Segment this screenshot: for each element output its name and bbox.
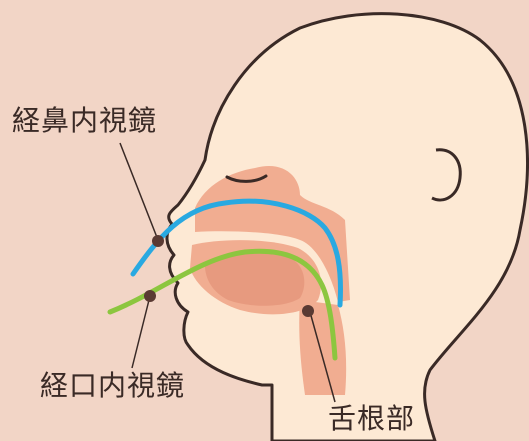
transoral-leader-line xyxy=(132,296,150,368)
transnasal-leader-line xyxy=(120,143,158,240)
tongue-root-marker-dot xyxy=(302,305,314,317)
transoral-marker-dot xyxy=(144,290,156,302)
tongue-root-label: 舌根部 xyxy=(328,405,415,433)
transoral-label: 経口内視鏡 xyxy=(40,372,185,400)
transnasal-label: 経鼻内視鏡 xyxy=(12,107,157,135)
transnasal-marker-dot xyxy=(152,235,164,247)
